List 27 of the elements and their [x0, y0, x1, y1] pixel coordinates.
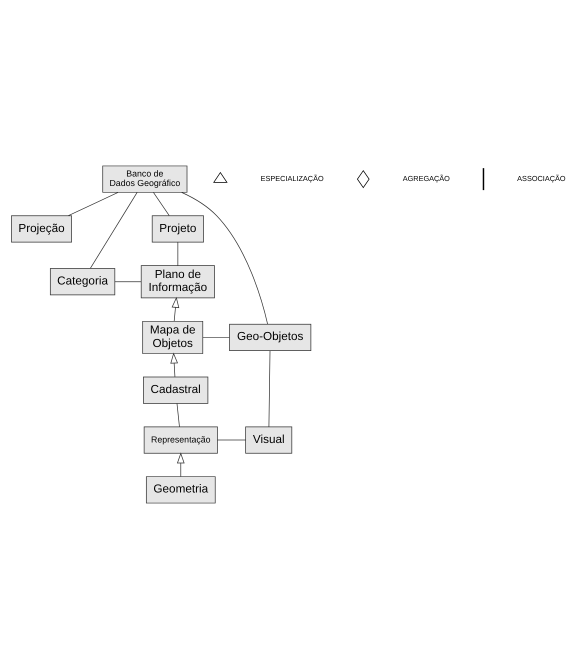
- arrow: [170, 352, 178, 377]
- legend-label: ASSOCIAÇÃO: [517, 173, 566, 182]
- connector: [268, 350, 270, 426]
- node-box: Projeção: [11, 214, 72, 242]
- legend-label: AGREGAÇÃO: [402, 173, 450, 182]
- legend-label: ESPECIALIZAÇÃO: [260, 173, 324, 182]
- arrow: [176, 452, 185, 476]
- connector: [176, 402, 180, 426]
- connector: [153, 192, 170, 216]
- node-box: Banco de Dados Geográfico: [102, 165, 188, 192]
- node-box: Projeto: [152, 214, 204, 242]
- node-box: Geometria: [146, 476, 216, 503]
- node-box: Representação: [144, 426, 218, 454]
- node-box: Cadastral: [143, 376, 208, 404]
- arrow: [172, 296, 180, 322]
- node-box: Visual: [245, 426, 292, 454]
- connector: [68, 192, 118, 216]
- connector: [181, 192, 268, 324]
- connector: [114, 280, 142, 282]
- connector: [177, 242, 178, 266]
- connector: [202, 336, 230, 338]
- node-box: Plano de Informação: [140, 264, 215, 298]
- connector: [217, 439, 246, 440]
- node-box: Mapa de Objetos: [142, 320, 204, 354]
- node-box: Categoria: [50, 268, 116, 295]
- connector: [90, 192, 138, 268]
- node-box: Geo-Objetos: [229, 323, 312, 350]
